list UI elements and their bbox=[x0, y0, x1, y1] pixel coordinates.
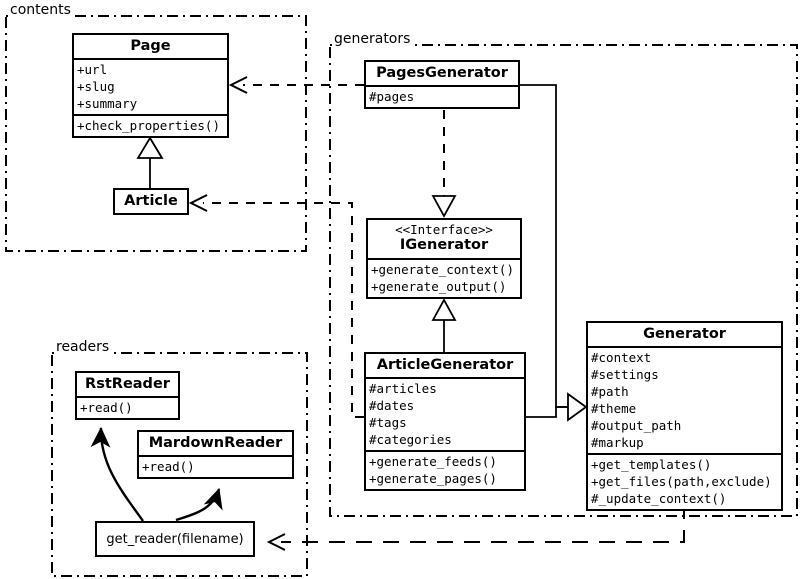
attribute-item: +url bbox=[77, 62, 108, 78]
attribute-item: #categories bbox=[369, 432, 452, 448]
class-attributes-pages-generator: #pages bbox=[366, 85, 518, 107]
class-methods-generator: +get_templates() +get_files(path,exclude… bbox=[588, 453, 781, 509]
class-box-generator[interactable]: Generator #context #settings #path #them… bbox=[586, 321, 783, 512]
attribute-item: #pages bbox=[369, 89, 415, 105]
class-methods-article-generator: +generate_feeds() +generate_pages() bbox=[366, 450, 524, 489]
attribute-item: #articles bbox=[369, 381, 437, 397]
class-box-article-generator[interactable]: ArticleGenerator #articles #dates #tags … bbox=[364, 352, 526, 492]
attribute-item: +slug bbox=[77, 79, 115, 95]
class-box-rst-reader[interactable]: RstReader +read() bbox=[75, 371, 180, 421]
attribute-item: #context bbox=[591, 350, 652, 366]
attribute-item: #dates bbox=[369, 398, 415, 414]
edge-articlegenerator-inherits-generator bbox=[526, 392, 588, 422]
class-name-pages-generator: PagesGenerator bbox=[376, 65, 508, 81]
edge-pagesgenerator-implements-igenerator bbox=[431, 110, 457, 218]
edge-articlegenerator-uses-article bbox=[188, 194, 364, 418]
edge-pagesgenerator-uses-page bbox=[228, 76, 364, 94]
method-item: +generate_feeds() bbox=[369, 454, 497, 470]
edge-articlegenerator-inherits-igenerator bbox=[431, 298, 457, 352]
class-name-page: Page bbox=[130, 38, 171, 54]
edge-article-inherits-page bbox=[136, 136, 164, 188]
attribute-item: #theme bbox=[591, 401, 637, 417]
method-item: +generate_context() bbox=[371, 261, 514, 277]
attribute-item: #markup bbox=[591, 435, 644, 451]
attribute-item: #output_path bbox=[591, 418, 682, 434]
package-label-contents: contents bbox=[8, 2, 73, 18]
package-label-readers: readers bbox=[54, 339, 112, 355]
method-item: +generate_output() bbox=[371, 278, 507, 294]
class-box-igenerator[interactable]: <<Interface>> IGenerator +generate_conte… bbox=[366, 218, 522, 299]
class-name-mardown-reader: MardownReader bbox=[148, 435, 283, 451]
class-methods-rst-reader: +read() bbox=[77, 396, 178, 418]
method-item: +read() bbox=[142, 459, 195, 475]
class-name-rst-reader: RstReader bbox=[85, 376, 170, 392]
edge-get-reader-returns-mardownreader bbox=[175, 487, 223, 522]
method-item: #_update_context() bbox=[591, 491, 727, 507]
class-box-page[interactable]: Page +url +slug +summary +check_properti… bbox=[72, 33, 229, 139]
class-box-pages-generator[interactable]: PagesGenerator #pages bbox=[364, 60, 520, 110]
class-attributes-page: +url +slug +summary bbox=[74, 58, 227, 114]
function-node-label: get_reader(filename) bbox=[106, 531, 244, 547]
package-label-generators: generators bbox=[332, 31, 413, 47]
method-item: +read() bbox=[80, 400, 133, 416]
method-item: +get_files(path,exclude) bbox=[591, 474, 772, 490]
class-methods-igenerator: +generate_context() +generate_output() bbox=[368, 257, 520, 297]
method-item: +generate_pages() bbox=[369, 471, 497, 487]
class-name-article-generator: ArticleGenerator bbox=[376, 357, 514, 373]
class-box-article[interactable]: Article bbox=[113, 188, 189, 216]
attribute-item: #path bbox=[591, 384, 629, 400]
edge-pagesgenerator-inherits-generator bbox=[520, 84, 568, 408]
class-name-generator: Generator bbox=[643, 326, 726, 342]
method-item: +check_properties() bbox=[77, 118, 220, 134]
class-title-igenerator: IGenerator bbox=[399, 237, 489, 254]
attribute-item: #settings bbox=[591, 367, 659, 383]
attribute-item: #tags bbox=[369, 415, 407, 431]
class-methods-mardown-reader: +read() bbox=[139, 455, 292, 477]
class-name-article: Article bbox=[124, 193, 178, 209]
function-node-get-reader[interactable]: get_reader(filename) bbox=[95, 521, 255, 557]
attribute-item: +summary bbox=[77, 96, 138, 112]
class-attributes-generator: #context #settings #path #theme #output_… bbox=[588, 346, 781, 453]
class-name-igenerator: <<Interface>> IGenerator bbox=[368, 220, 520, 258]
class-box-mardown-reader[interactable]: MardownReader +read() bbox=[137, 430, 294, 480]
class-stereotype-igenerator: <<Interface>> bbox=[395, 222, 493, 237]
method-item: +get_templates() bbox=[591, 457, 712, 473]
class-attributes-article-generator: #articles #dates #tags #categories bbox=[366, 377, 524, 450]
class-methods-page: +check_properties() bbox=[74, 114, 227, 136]
